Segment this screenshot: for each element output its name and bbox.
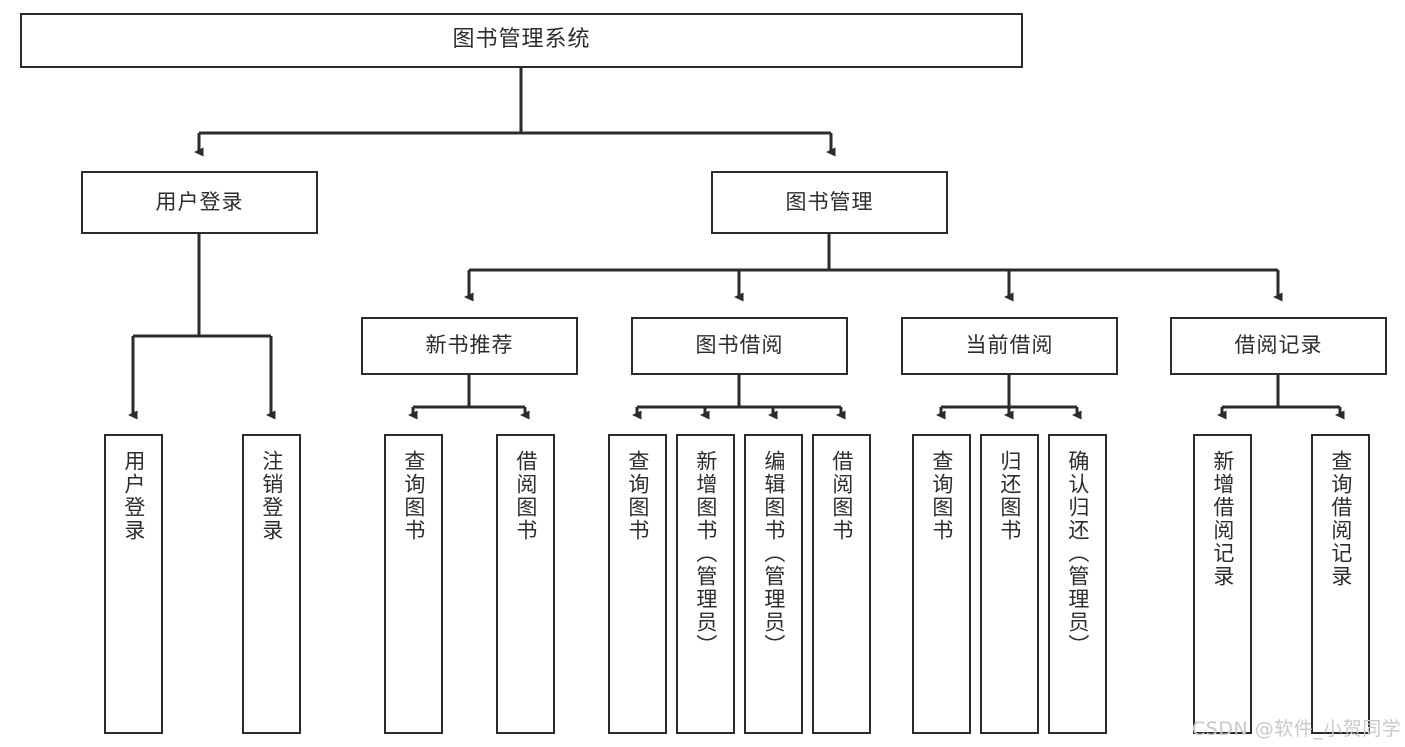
node-leaf-query-book-3[interactable]: 查询图书	[912, 434, 971, 734]
node-book-manage[interactable]: 图书管理	[711, 171, 948, 234]
node-root-label: 图书管理系统	[452, 27, 591, 53]
csdn-watermark: CSDN @软件_小贺同学	[1192, 718, 1402, 740]
node-leaf-query-book-3-label: 查询图书	[929, 450, 954, 542]
node-leaf-user-logout[interactable]: 注销登录	[242, 434, 301, 734]
node-book-manage-label: 图书管理	[785, 189, 874, 214]
node-leaf-borrow-book-2[interactable]: 借阅图书	[812, 434, 871, 734]
node-leaf-query-book-2[interactable]: 查询图书	[608, 434, 667, 734]
node-leaf-confirm-return-label: 确认归还（管理员）	[1065, 450, 1090, 657]
node-user-login[interactable]: 用户登录	[81, 171, 318, 234]
node-leaf-add-record-label: 新增借阅记录	[1210, 450, 1235, 588]
node-leaf-borrow-book-2-label: 借阅图书	[829, 450, 854, 542]
node-leaf-return-book-label: 归还图书	[997, 450, 1022, 542]
node-leaf-query-record[interactable]: 查询借阅记录	[1311, 434, 1370, 734]
node-leaf-return-book[interactable]: 归还图书	[980, 434, 1039, 734]
node-new-book-rec-label: 新书推荐	[425, 333, 514, 358]
node-book-borrow[interactable]: 图书借阅	[631, 317, 848, 375]
node-leaf-confirm-return[interactable]: 确认归还（管理员）	[1048, 434, 1107, 734]
node-leaf-query-book-1-label: 查询图书	[401, 450, 426, 542]
node-leaf-borrow-book-1[interactable]: 借阅图书	[496, 434, 555, 734]
node-borrow-record[interactable]: 借阅记录	[1170, 317, 1387, 375]
node-leaf-query-record-label: 查询借阅记录	[1328, 450, 1353, 588]
node-leaf-user-logout-label: 注销登录	[259, 450, 284, 542]
node-borrow-record-label: 借阅记录	[1234, 333, 1323, 358]
node-leaf-edit-book[interactable]: 编辑图书（管理员）	[744, 434, 803, 734]
node-root[interactable]: 图书管理系统	[20, 13, 1023, 68]
node-leaf-borrow-book-1-label: 借阅图书	[513, 450, 538, 542]
node-current-borrow-label: 当前借阅	[965, 333, 1054, 358]
node-new-book-rec[interactable]: 新书推荐	[361, 317, 578, 375]
node-current-borrow[interactable]: 当前借阅	[901, 317, 1118, 375]
node-user-login-label: 用户登录	[155, 189, 244, 214]
node-leaf-query-book-2-label: 查询图书	[625, 450, 650, 542]
node-leaf-add-book[interactable]: 新增图书（管理员）	[676, 434, 735, 734]
node-leaf-add-book-label: 新增图书（管理员）	[693, 450, 718, 657]
node-book-borrow-label: 图书借阅	[695, 333, 784, 358]
node-leaf-user-login-label: 用户登录	[121, 450, 146, 542]
node-leaf-query-book-1[interactable]: 查询图书	[384, 434, 443, 734]
node-leaf-add-record[interactable]: 新增借阅记录	[1193, 434, 1252, 734]
node-leaf-edit-book-label: 编辑图书（管理员）	[761, 450, 786, 657]
node-leaf-user-login[interactable]: 用户登录	[104, 434, 163, 734]
